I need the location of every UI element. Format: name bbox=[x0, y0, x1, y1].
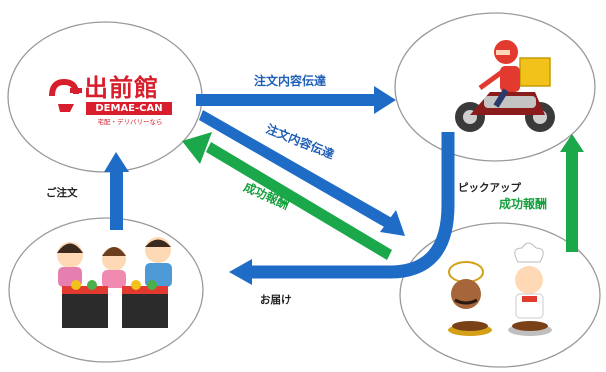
rider-node bbox=[394, 12, 596, 162]
brand-tagline: 宅配・デリバリーなら bbox=[97, 118, 163, 126]
arrow-order-to-rider bbox=[196, 86, 396, 114]
label-delivery: お届け bbox=[260, 294, 292, 306]
arrow-pickup-and-delivery bbox=[229, 132, 455, 285]
arrow-reward-from-restaurant bbox=[182, 132, 392, 260]
arrow-order-to-restaurant bbox=[199, 110, 405, 236]
brand-name-jp: 出前館 bbox=[84, 73, 159, 102]
label-order-to-rider: 注文内容伝達 bbox=[254, 74, 327, 88]
label-reward-to-rider: 成功報酬 bbox=[499, 197, 548, 211]
delivery-rider-motorbike-icon bbox=[455, 40, 555, 132]
label-customer-order: ご注文 bbox=[46, 187, 78, 199]
chefs-with-curry-icon bbox=[448, 242, 552, 336]
family-with-food-boxes-icon bbox=[57, 237, 172, 328]
demae-can-mark-icon bbox=[49, 78, 82, 112]
label-pickup: ピックアップ bbox=[458, 182, 521, 194]
demae-can-logo: 出前館 DEMAE-CAN 宅配・デリバリーなら bbox=[46, 73, 172, 130]
brand-name-en: DEMAE-CAN bbox=[86, 102, 172, 115]
arrow-reward-to-rider bbox=[560, 134, 584, 252]
arrow-customer-order bbox=[104, 152, 129, 230]
